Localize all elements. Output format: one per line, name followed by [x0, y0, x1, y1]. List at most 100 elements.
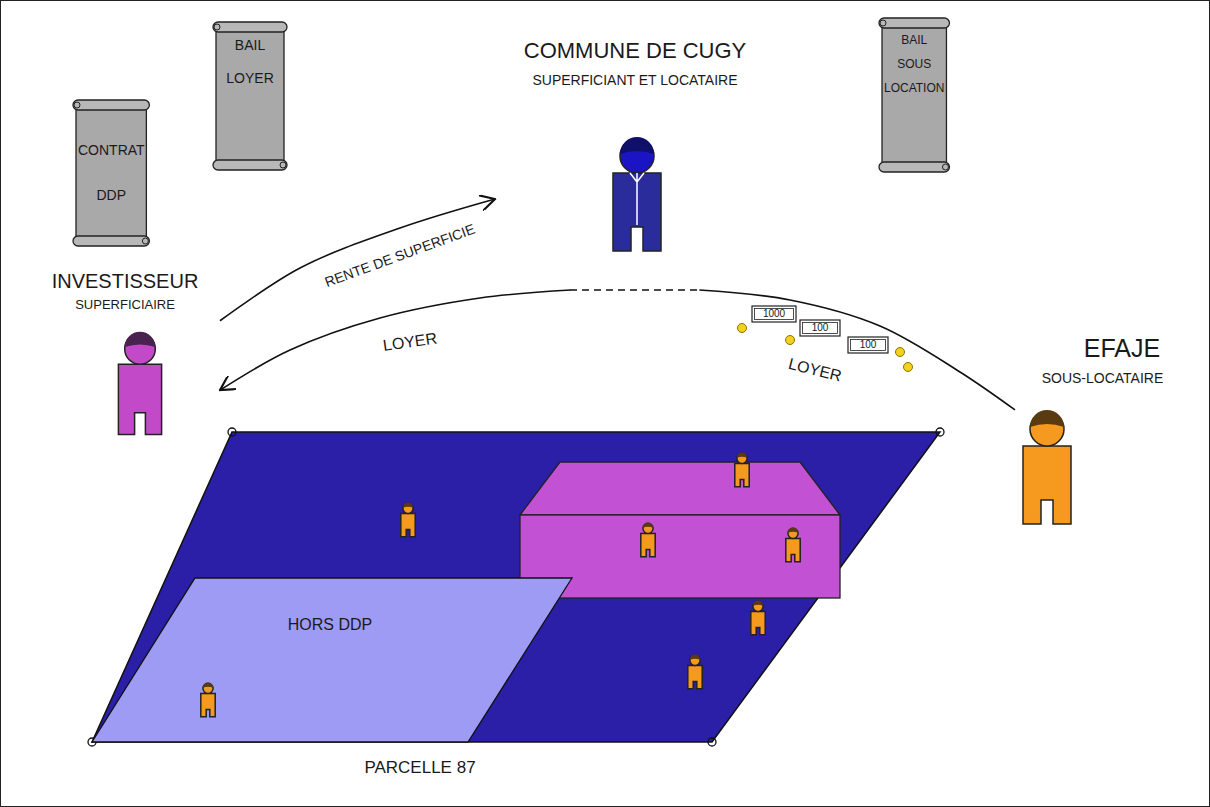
- figure-head: [753, 601, 763, 611]
- scroll-roll: [879, 162, 949, 172]
- figure-body: [735, 463, 749, 486]
- building-roof: [520, 462, 840, 515]
- figure-body: [641, 533, 655, 556]
- scroll-curl: [142, 238, 148, 244]
- edge-label: LOYER: [787, 355, 844, 385]
- scroll-sheet: [76, 106, 146, 240]
- boundary-marker: [228, 428, 236, 436]
- scroll-curl: [880, 20, 886, 26]
- banknote-border: [851, 340, 886, 351]
- child-figure: [641, 523, 655, 557]
- figure-hair: [737, 453, 747, 458]
- node-title: HORS DDP: [288, 616, 372, 634]
- figure-body: [201, 693, 215, 716]
- coin: [896, 348, 905, 357]
- child-figure: [401, 503, 415, 537]
- node-title: COMMUNE DE CUGY: [524, 38, 746, 63]
- zone-shape: [90, 576, 575, 744]
- contract-scroll: CONTRAT DDP: [72, 98, 150, 248]
- figure-body: [118, 364, 161, 434]
- figure-head: [788, 528, 798, 538]
- scroll-roll: [213, 160, 287, 170]
- actor-figure: COMMUNE DE CUGYSUPERFICIANT ET LOCATAIRE: [495, 30, 775, 290]
- node-title: CONTRAT DDP: [78, 128, 144, 218]
- child-figure: [201, 683, 215, 717]
- excluded-ground: [92, 578, 572, 742]
- node-title: EFAJE: [1084, 334, 1160, 363]
- banknote-amount: 100: [860, 340, 877, 350]
- figure-head: [203, 683, 213, 693]
- node-title: PARCELLE 87: [364, 758, 475, 778]
- excluded-zone: HORS DDP: [90, 576, 575, 744]
- coin: [904, 363, 913, 372]
- node-subtitle: SOUS-LOCATAIRE: [1042, 370, 1164, 386]
- actor-body: [118, 332, 161, 435]
- banknote-border: [755, 309, 794, 320]
- scroll-curl: [280, 162, 286, 168]
- child-figure: [751, 601, 765, 635]
- scroll-curl: [214, 24, 220, 30]
- scroll-curl: [74, 102, 80, 108]
- banknote-amount: 1000: [763, 309, 785, 319]
- scroll-sheet: [882, 24, 946, 166]
- coin: [786, 336, 795, 345]
- figure-hair: [403, 503, 413, 508]
- figure-hair: [643, 523, 653, 528]
- parcel-ground: [92, 432, 940, 742]
- scroll-roll: [73, 100, 149, 110]
- land-parcel: PARCELLE 87 HORS DDP: [85, 425, 950, 790]
- figure-head: [643, 523, 653, 533]
- figure-collar: [630, 173, 644, 225]
- scroll-sheet: [216, 28, 284, 164]
- scroll-roll: [879, 18, 949, 28]
- figure-body: [401, 513, 415, 536]
- actor-body: [1023, 410, 1071, 524]
- payment-arrow: [699, 290, 1015, 410]
- edge-label: LOYER: [382, 330, 438, 355]
- child-figure: [735, 453, 749, 487]
- boundary-marker: [708, 738, 716, 746]
- sublease-scroll: BAIL SOUS LOCATION: [878, 16, 950, 174]
- banknotes: [752, 306, 888, 353]
- figure-hair: [690, 655, 700, 660]
- banknote-border: [803, 323, 838, 334]
- figure-body: [1023, 446, 1071, 524]
- figure-hair: [1030, 410, 1064, 427]
- person-shape: [495, 30, 775, 290]
- scroll-curl: [942, 164, 948, 170]
- banknote-amount: 100: [812, 323, 829, 333]
- node-title: INVESTISSEUR: [52, 270, 199, 293]
- node-subtitle: SUPERFICIAIRE: [75, 298, 175, 313]
- building-front: [520, 515, 840, 598]
- figure-head: [737, 453, 747, 463]
- banknote: [752, 306, 796, 322]
- actor-body: [613, 137, 661, 251]
- lease-scroll: BAIL LOYER: [212, 20, 288, 172]
- scroll-shape: [72, 98, 150, 248]
- figure-body: [688, 665, 702, 688]
- banknote: [848, 337, 888, 353]
- figure-head: [403, 503, 413, 513]
- coin: [738, 324, 747, 333]
- figure-hair: [753, 601, 763, 606]
- figure-body: [751, 611, 765, 634]
- payment-arrow: [220, 290, 571, 390]
- node-title: BAIL SOUS LOCATION: [884, 28, 944, 100]
- scroll-roll: [73, 236, 149, 246]
- child-figure: [688, 655, 702, 689]
- node-title: BAIL LOYER: [226, 29, 273, 95]
- figure-hair: [620, 137, 654, 154]
- actor-figure: EFAJE SOUS-LOCATAIRE: [1015, 330, 1190, 525]
- figure-body: [786, 538, 800, 561]
- actor-figure: INVESTISSEUR SUPERFICIAIRE: [30, 262, 220, 440]
- figure-hair: [788, 528, 798, 533]
- figure-head: [690, 655, 700, 665]
- dashed-rent-link: [570, 289, 700, 291]
- child-figure: [786, 528, 800, 562]
- scroll-roll: [213, 22, 287, 32]
- figure-body: [613, 173, 661, 251]
- figure-hair: [125, 332, 156, 347]
